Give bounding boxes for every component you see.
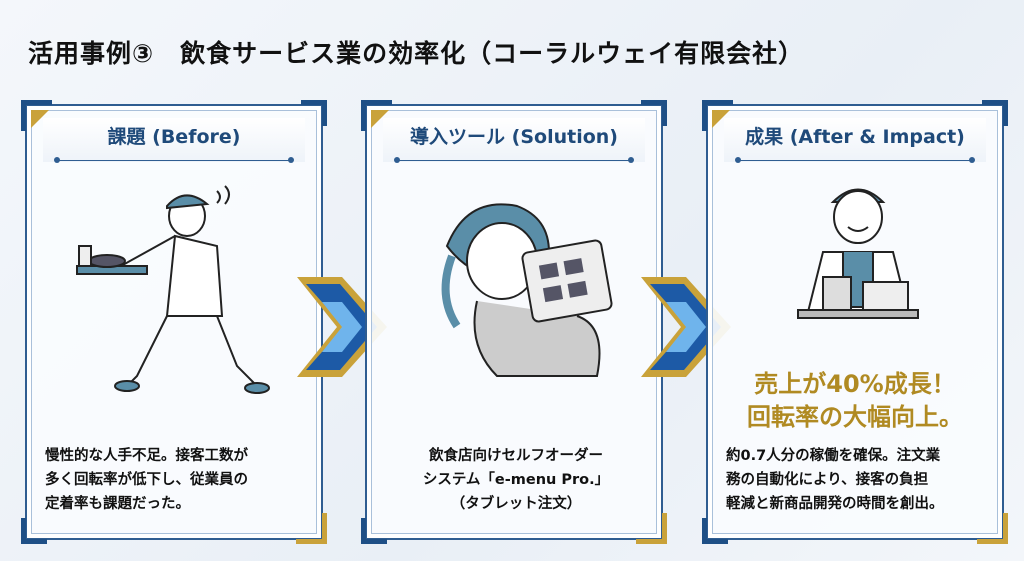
panel-heading: 課題 (Before)	[43, 118, 305, 162]
panel-heading: 成果 (After & Impact)	[724, 118, 986, 162]
panel-before: 課題 (Before) 慢性的な人手不足。接客工数が多く回転率が低下し、従業員の…	[21, 100, 327, 544]
panel-description: 慢性的な人手不足。接客工数が多く回転率が低下し、従業員の定着率も課題だった。	[45, 448, 248, 512]
panel-description: 約0.7人分の稼働を確保。注文業務の自動化により、接客の負担軽減と新商品開発の時…	[726, 448, 944, 512]
impact-headline: 売上が40%成長！回転率の大幅向上。	[747, 370, 963, 431]
arrow-right-icon	[297, 277, 387, 377]
panel-description: 飲食店向けセルフオーダーシステム「e-menu Pro.」（タブレット注文）	[422, 448, 610, 512]
tablet-user-illustration	[441, 203, 613, 377]
page-title: 活用事例③ 飲食サービス業の効率化（コーラルウェイ有限会社）	[28, 39, 805, 68]
busy-waiter-illustration	[76, 185, 270, 394]
panel-heading: 導入ツール (Solution)	[383, 118, 645, 162]
panel-solution: 導入ツール (Solution) 飲食店向けセルフオーダーシステム「e-menu…	[361, 100, 667, 544]
panel-after: 成果 (After & Impact) 売上が40%成長！回転率の大幅向上。 約…	[702, 100, 1008, 544]
smiling-server-illustration	[797, 188, 919, 319]
